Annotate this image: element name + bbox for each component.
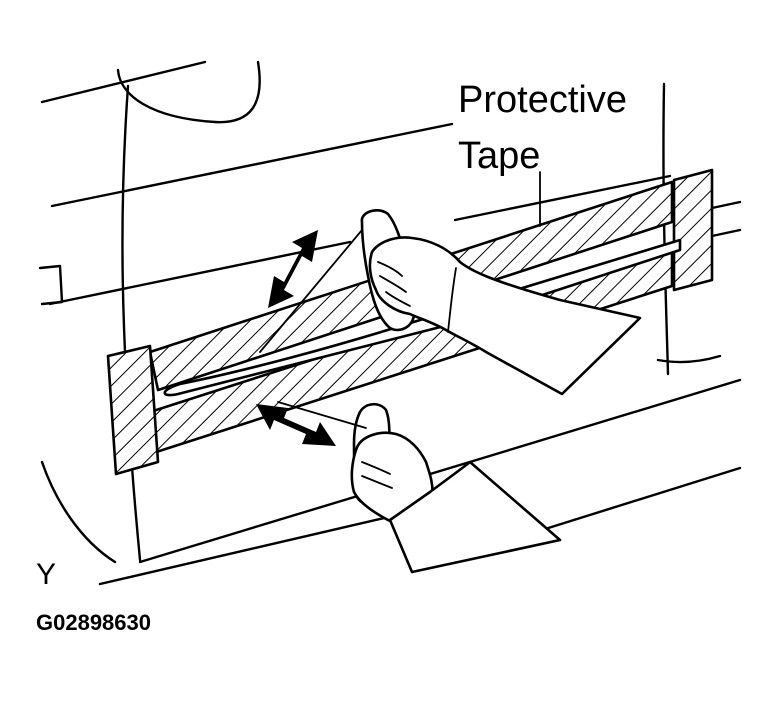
view-letter: Y (36, 558, 57, 591)
vehicle-body-outline (38, 60, 742, 586)
lower-double-arrow-icon (256, 404, 336, 446)
lower-hand (350, 431, 434, 524)
lower-sleeve (388, 460, 562, 574)
protective-tape-label-line2: Tape (458, 135, 541, 177)
left-end-block (106, 344, 160, 476)
protective-tape-label-line1: Protective (458, 79, 627, 121)
upper-hand (368, 236, 642, 396)
upper-double-arrow-icon (268, 230, 318, 308)
right-end-block (672, 168, 714, 292)
lower-hand-with-cloth (277, 401, 562, 574)
figure-code: G02898630 (36, 610, 151, 635)
upper-hand-with-cloth (259, 209, 642, 396)
